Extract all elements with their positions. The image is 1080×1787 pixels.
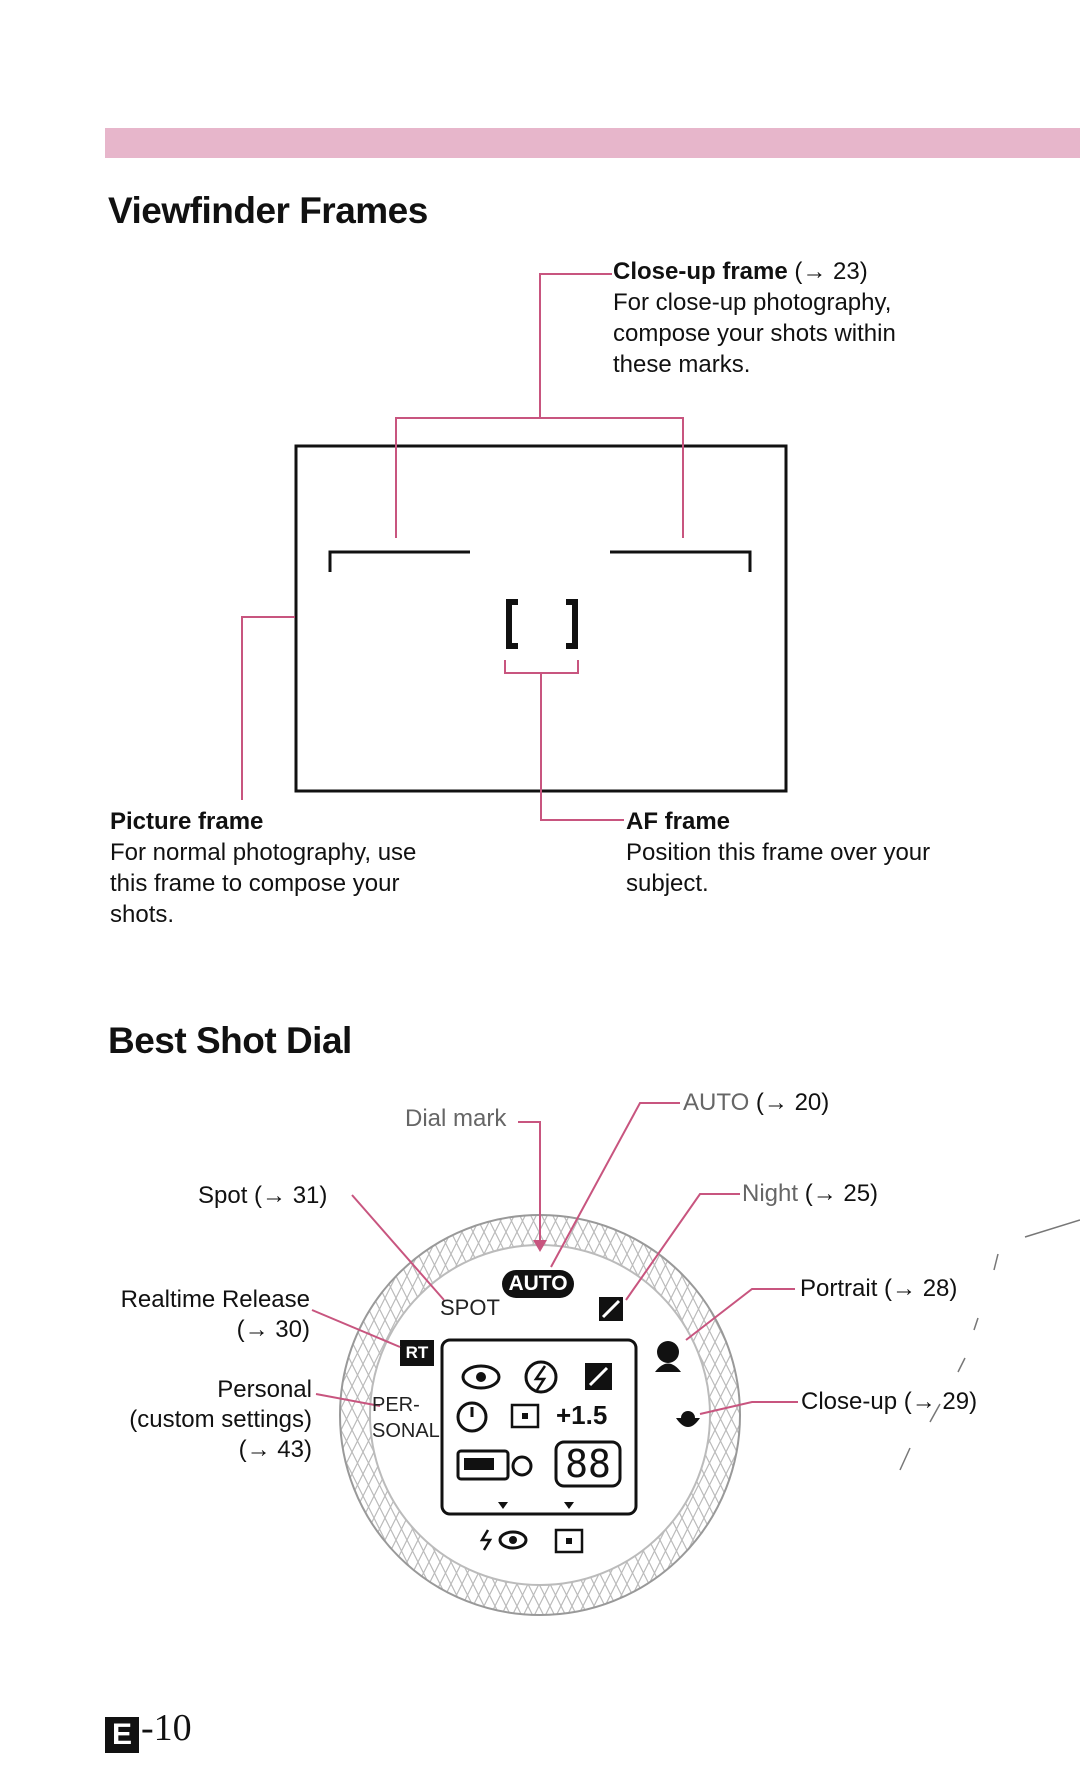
realtime-label: Realtime Release (→ 30) bbox=[100, 1285, 310, 1345]
dial-auto-badge bbox=[502, 1270, 574, 1298]
night-label: Night (→ 25) bbox=[742, 1179, 878, 1209]
picture-frame-name: Picture frame bbox=[110, 808, 264, 835]
realtime-ref: (→ 30) bbox=[236, 1316, 310, 1343]
personal-leader bbox=[315, 1393, 381, 1407]
spot-leader bbox=[351, 1194, 445, 1301]
lcd-arrow-left bbox=[498, 1502, 508, 1509]
af-bracket-right bbox=[566, 599, 578, 649]
dial-mark-leader bbox=[518, 1121, 541, 1240]
closeup-frame-name: Close-up frame bbox=[613, 258, 788, 285]
night-name: Night bbox=[742, 1180, 799, 1207]
af-desc-1: Position this frame over your bbox=[626, 839, 931, 866]
lcd-night-icon bbox=[585, 1363, 612, 1390]
picture-desc-2: this frame to compose your bbox=[110, 870, 400, 897]
spot-af-icon bbox=[554, 1528, 584, 1554]
dial-personal-text: PER- SONAL bbox=[372, 1392, 440, 1444]
dial-rt-text: RT bbox=[405, 1343, 429, 1362]
portrait-label: Portrait (→ 28) bbox=[800, 1274, 957, 1304]
closeup-desc-1: For close-up photography, bbox=[613, 289, 892, 316]
auto-leader bbox=[550, 1102, 680, 1268]
dial-mark-triangle bbox=[533, 1240, 547, 1252]
dial-rt-badge bbox=[400, 1340, 434, 1366]
section-title-best-shot-dial: Best Shot Dial bbox=[108, 1020, 352, 1061]
portrait-ref: (→ 28) bbox=[884, 1275, 958, 1302]
realtime-leader bbox=[311, 1309, 401, 1348]
dial-closeup-icon bbox=[676, 1411, 700, 1427]
picture-frame-leader bbox=[241, 616, 295, 800]
personal-name: Personal bbox=[217, 1376, 312, 1403]
closeup-dial-label: Close-up (→ 29) bbox=[801, 1387, 977, 1417]
dial-mark-label: Dial mark bbox=[405, 1105, 507, 1132]
closeup-mark-left bbox=[328, 550, 470, 572]
auto-label: AUTO (→ 20) bbox=[683, 1088, 829, 1118]
af-frame-name: AF frame bbox=[626, 808, 731, 835]
dial-night-icon bbox=[599, 1297, 623, 1321]
lcd-flash-off-icon bbox=[524, 1360, 558, 1394]
section-title-viewfinder: Viewfinder Frames bbox=[108, 190, 428, 231]
closeup-dial-ref: (→ 29) bbox=[903, 1388, 978, 1415]
closeup-mark-right bbox=[610, 550, 752, 572]
auto-ref: (→ 20) bbox=[755, 1089, 830, 1116]
page-number: E-10 bbox=[105, 1706, 192, 1753]
af-desc-2: subject. bbox=[626, 870, 709, 897]
spot-name: Spot bbox=[198, 1182, 248, 1209]
page-letter-badge: E bbox=[105, 1717, 139, 1753]
af-leader bbox=[540, 673, 624, 821]
lcd-eye-icon bbox=[461, 1364, 501, 1390]
night-leader bbox=[625, 1193, 740, 1301]
realtime-name: Realtime Release bbox=[120, 1286, 310, 1313]
closeup-dial-name: Close-up bbox=[801, 1388, 898, 1415]
page-number-text: -10 bbox=[141, 1707, 192, 1749]
portrait-leader bbox=[685, 1288, 795, 1341]
spot-ref: (→ 31) bbox=[254, 1182, 328, 1209]
closeup-desc-2: compose your shots within bbox=[613, 320, 896, 347]
closeup-leader-vertical bbox=[539, 273, 612, 418]
lcd-spot-meter-icon bbox=[510, 1403, 540, 1429]
picture-frame-label: Picture frame For normal photography, us… bbox=[110, 806, 416, 930]
af-frame-label: AF frame Position this frame over your s… bbox=[626, 806, 930, 899]
header-color-bar bbox=[105, 128, 1080, 158]
closeup-frame-ref: (→ 23) bbox=[794, 258, 868, 285]
personal-label: Personal (custom settings) (→ 43) bbox=[100, 1375, 312, 1465]
personal-sub: (custom settings) bbox=[129, 1406, 312, 1433]
portrait-name: Portrait bbox=[800, 1275, 878, 1302]
af-bracket-left bbox=[506, 599, 518, 649]
picture-desc-3: shots. bbox=[110, 901, 175, 928]
lcd-ev-value: +1.5 bbox=[556, 1400, 608, 1430]
lcd-battery-icon bbox=[456, 1449, 533, 1481]
personal-ref: (→ 43) bbox=[238, 1436, 312, 1463]
dial-sonal-text: SONAL bbox=[372, 1420, 440, 1442]
picture-desc-1: For normal photography, use bbox=[110, 839, 417, 866]
lcd-arrow-right bbox=[564, 1502, 574, 1509]
dial-portrait-icon bbox=[655, 1341, 681, 1372]
dial-auto-text: AUTO bbox=[508, 1272, 568, 1295]
dial-spot-text: SPOT bbox=[440, 1295, 500, 1320]
night-ref: (→ 25) bbox=[804, 1180, 879, 1207]
closeup-frame-label: Close-up frame (→ 23) For close-up photo… bbox=[613, 256, 896, 380]
spot-label: Spot (→ 31) bbox=[198, 1181, 327, 1211]
lcd-digits-frame bbox=[554, 1440, 622, 1488]
lcd-digits: 88 bbox=[565, 1442, 611, 1486]
closeup-dial-leader bbox=[699, 1401, 798, 1415]
red-eye-flash-icon bbox=[479, 1529, 528, 1551]
closeup-leader-bracket bbox=[395, 417, 684, 538]
closeup-desc-3: these marks. bbox=[613, 351, 751, 378]
pencil-mark bbox=[899, 1219, 1080, 1471]
lcd-self-timer-icon bbox=[456, 1401, 488, 1433]
auto-name: AUTO bbox=[683, 1089, 750, 1116]
dial-per-text: PER- bbox=[372, 1394, 420, 1416]
